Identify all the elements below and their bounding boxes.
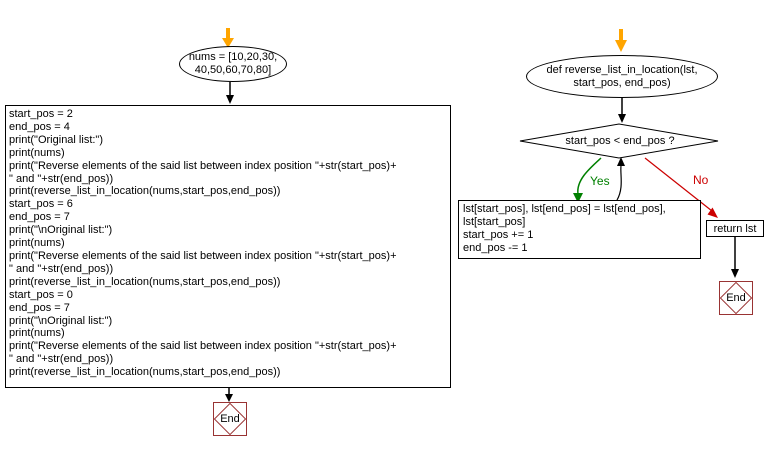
no-branch-label: No — [693, 173, 709, 187]
condition-diamond-shape — [519, 123, 719, 159]
right-arrow-return-to-end — [731, 237, 739, 278]
left-end-label: End — [220, 413, 240, 425]
condition-label: start_pos < end_pos ? — [565, 135, 675, 147]
loop-back-arrow — [616, 157, 625, 201]
right-arrow-def-to-condition — [618, 98, 626, 123]
left-arrow-code-to-end — [225, 388, 233, 402]
function-def-terminal-label: def reverse_list_in_location(lst, start_… — [546, 63, 698, 89]
left-start-terminal-label: nums = [10,20,30, 40,50,60,70,80] — [188, 51, 278, 76]
left-code-process-block: start_pos = 2 end_pos = 4 print("Origina… — [5, 105, 451, 388]
loop-body-process-block: lst[start_pos], lst[end_pos] = lst[end_p… — [458, 200, 701, 259]
left-end-terminator: End — [213, 402, 247, 436]
right-entry-arrow-icon — [615, 29, 627, 52]
return-statement-block: return lst — [706, 220, 764, 237]
function-def-terminal: def reverse_list_in_location(lst, start_… — [526, 55, 718, 98]
right-end-terminator: End — [719, 281, 753, 315]
yes-branch-label: Yes — [590, 174, 610, 188]
left-start-terminal: nums = [10,20,30, 40,50,60,70,80] — [179, 46, 287, 82]
left-entry-arrow-icon — [222, 28, 234, 48]
left-arrow-start-to-code — [226, 82, 234, 104]
right-end-label: End — [726, 292, 746, 304]
yes-branch-arrow — [573, 157, 602, 203]
